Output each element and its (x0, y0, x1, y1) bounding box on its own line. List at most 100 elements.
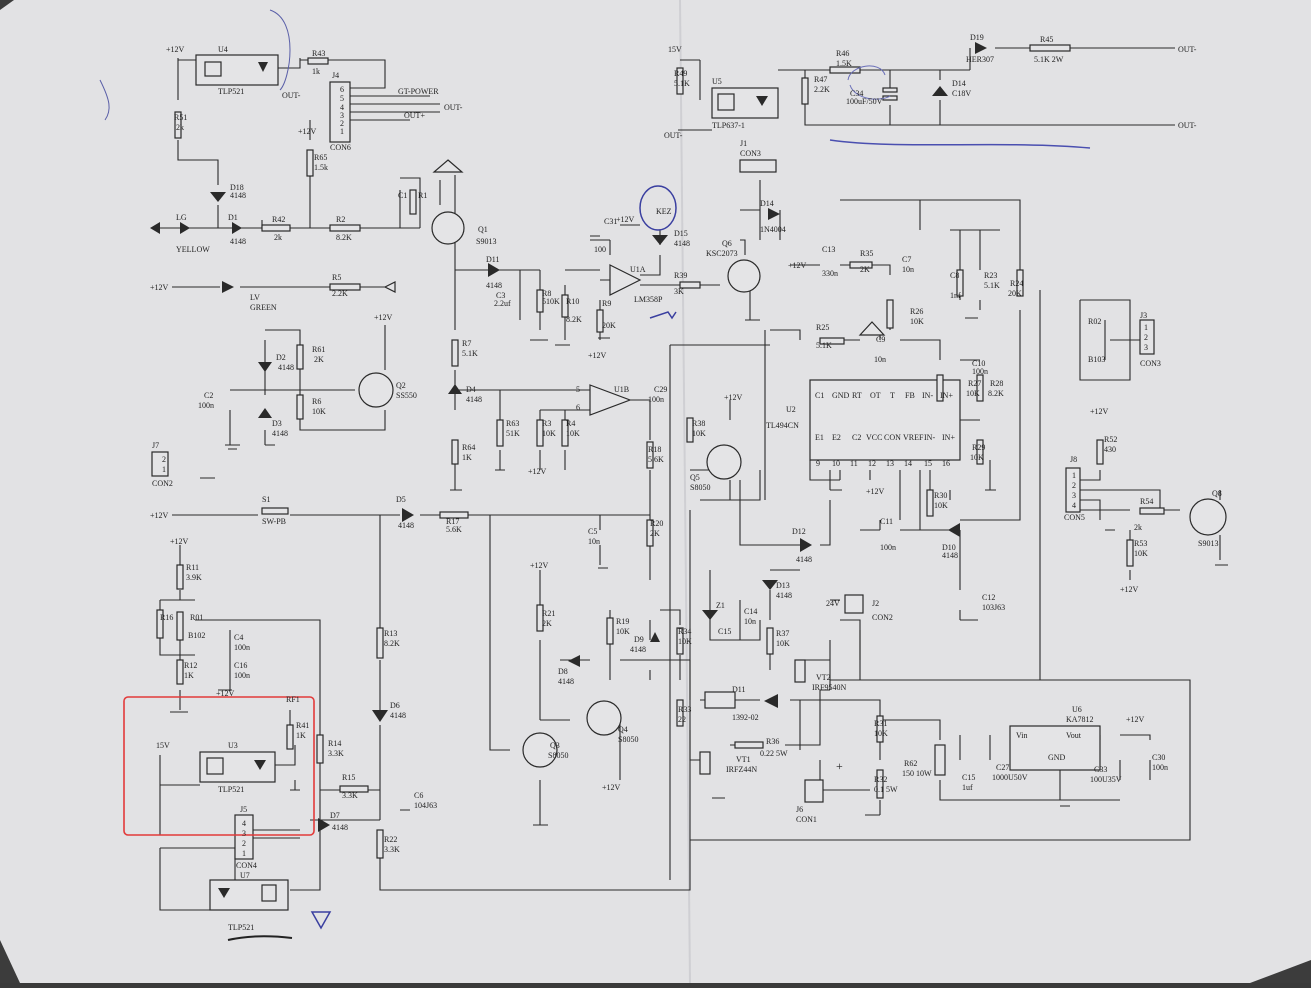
q1-transistor (431, 211, 465, 245)
r42-resistor (261, 224, 291, 232)
label-q6-part: KSC2073 (706, 249, 738, 258)
label-c13-val: 330n (822, 269, 838, 278)
label-r42-val: 2k (274, 233, 282, 242)
r53-resistor (1126, 539, 1134, 567)
label-pin6: 6 (576, 403, 580, 412)
label-d19-part: HER307 (966, 55, 994, 64)
label-b103: B103 (1088, 355, 1105, 364)
label-r13-val: 8.2K (384, 639, 400, 648)
label-vt2-part: IRF9540N (812, 683, 846, 692)
q8-transistor (1189, 498, 1227, 536)
label-r4: R4 (566, 419, 575, 428)
r62-resistor (934, 744, 946, 776)
d12-diode (800, 538, 812, 552)
label-r11: R11 (186, 563, 199, 572)
label-out-minus-a: OUT- (282, 91, 301, 100)
u2-num-13: 13 (886, 459, 894, 468)
label-q2: Q2 (396, 381, 406, 390)
label-d4-val: 4148 (466, 395, 482, 404)
label-vt2: VT2 (816, 673, 831, 682)
label-r16: R16 (160, 613, 173, 622)
label-vin: Vin (1016, 731, 1028, 740)
label-plus12-p: +12V (1120, 585, 1139, 594)
label-r45: R45 (1040, 35, 1053, 44)
label-q8-part: S9013 (1198, 539, 1218, 548)
r15-resistor (339, 785, 369, 793)
r2-resistor (329, 224, 361, 232)
label-r24: R24 (1010, 279, 1023, 288)
label-d19: D19 (970, 33, 984, 42)
u6-regulator (1009, 725, 1101, 771)
u2-top-pin-8: IN+ (940, 391, 953, 400)
u2-top-pin-6: FB (905, 391, 915, 400)
label-r1: R1 (418, 191, 427, 200)
pen-ground-mark (310, 911, 332, 930)
r45-resistor (1029, 44, 1071, 52)
d19-diode (975, 42, 987, 54)
u2-num-14: 14 (904, 459, 912, 468)
label-c15: C15 (718, 627, 731, 636)
label-con6: CON6 (330, 143, 351, 152)
r10-resistor (561, 294, 569, 318)
label-q5-part: S8050 (690, 483, 710, 492)
label-q1: Q1 (478, 225, 488, 234)
label-r02: R02 (1088, 317, 1101, 326)
label-j2: J2 (872, 599, 879, 608)
label-plus12-b: +12V (298, 127, 317, 136)
label-d12: D12 (792, 527, 806, 536)
label-c33-val: 100U35V (1090, 775, 1122, 784)
label-plus12-r: +12V (602, 783, 621, 792)
r46-resistor (829, 66, 861, 74)
label-d12-val: 4148 (796, 555, 812, 564)
label-j4-pin3: 3 (340, 111, 344, 120)
label-r53-val: 10K (1134, 549, 1148, 558)
label-r5: R5 (332, 273, 341, 282)
label-r51: R51 (174, 113, 187, 122)
q3-transistor (522, 732, 558, 768)
label-r10: R10 (566, 297, 579, 306)
label-d5: D5 (396, 495, 406, 504)
label-c29-val: 100n (648, 395, 664, 404)
label-u6-part: KA7812 (1066, 715, 1094, 724)
label-c3: C3 (496, 291, 505, 300)
r9-resistor (596, 309, 604, 333)
label-r3-val: 10K (542, 429, 556, 438)
label-j5-pin2: 2 (242, 839, 246, 848)
label-c8: C8 (950, 271, 959, 280)
label-con3-a: CON3 (740, 149, 761, 158)
label-r61-val: 2K (314, 355, 324, 364)
u1a-opamp (609, 264, 642, 296)
c9-ground (858, 321, 886, 336)
u2-num-10: 10 (832, 459, 840, 468)
label-r31-val: 10K (874, 729, 888, 738)
label-c14: C14 (744, 607, 757, 616)
label-j5-pin1: 1 (242, 849, 246, 858)
r36-resistor (734, 741, 764, 749)
label-r15: R15 (342, 773, 355, 782)
q1-ground (432, 159, 464, 173)
r38-resistor (686, 417, 694, 443)
j6-connector (804, 779, 824, 803)
r39-resistor (679, 281, 701, 289)
label-j3-pin3: 3 (1144, 343, 1148, 352)
label-s1-part: SW-PB (262, 517, 286, 526)
label-out-minus-c: OUT- (664, 131, 683, 140)
label-r20-val: 2K (650, 529, 660, 538)
label-z1: Z1 (716, 601, 725, 610)
label-con1: CON1 (796, 815, 817, 824)
label-d14-val: 1N4004 (760, 225, 786, 234)
label-c4: C4 (234, 633, 243, 642)
r31-resistor (876, 715, 884, 743)
label-r36: R36 (766, 737, 779, 746)
label-c7: C7 (902, 255, 911, 264)
label-r14: R14 (328, 739, 341, 748)
label-r11-val: 3.9K (186, 573, 202, 582)
label-d10-val: 4148 (942, 551, 958, 560)
label-r12: R12 (184, 661, 197, 670)
label-q3: Q3 (550, 741, 560, 750)
label-j8-pin1: 1 (1072, 471, 1076, 480)
label-c12: C12 (982, 593, 995, 602)
z1-zener (702, 610, 718, 620)
label-r62-val: 150 10W (902, 769, 932, 778)
u2-top-pin-2: GND (832, 391, 850, 400)
